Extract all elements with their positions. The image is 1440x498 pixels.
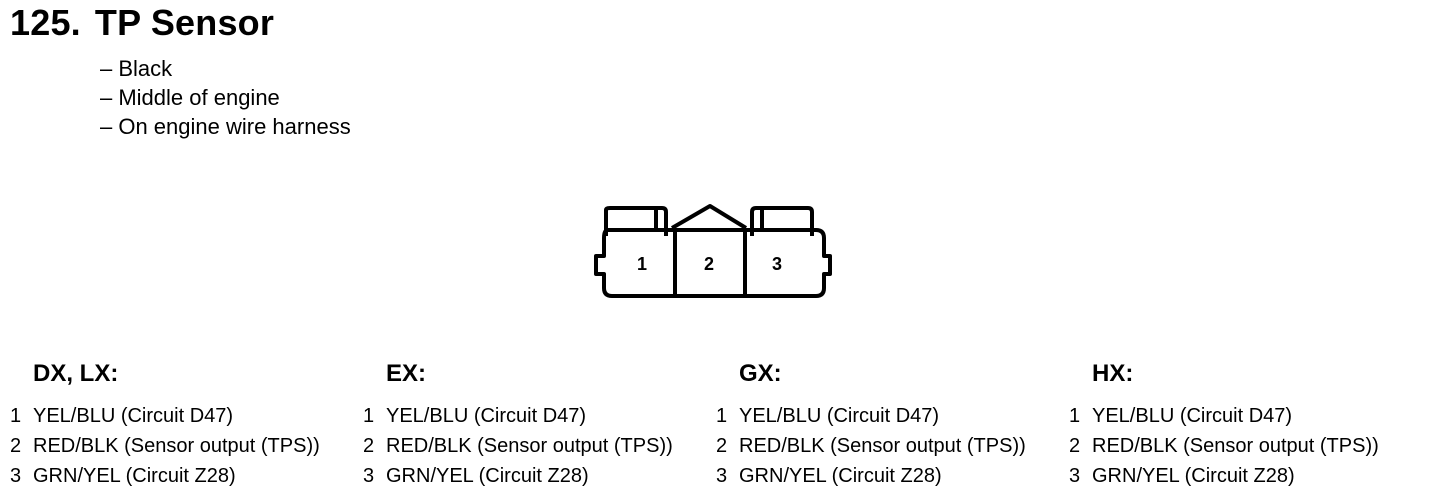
pin-row: 1 YEL/BLU (Circuit D47) — [1069, 401, 1379, 431]
variant-title: EX: — [386, 360, 427, 387]
pin-list: 1 YEL/BLU (Circuit D47) 2 RED/BLK (Sensor … — [1069, 401, 1379, 491]
pin-row: 2 RED/BLK (Sensor output (TPS)) — [363, 431, 673, 461]
left-latch — [604, 206, 668, 236]
pin-number: 2 — [1069, 435, 1081, 457]
note-location: – Middle of engine — [100, 85, 280, 110]
note-color: – Black — [100, 56, 173, 81]
pin-number: 3 — [10, 465, 22, 487]
pin-row: 1 YEL/BLU (Circuit D47) — [363, 401, 673, 431]
pin-list: 1 YEL/BLU (Circuit D47) 2 RED/BLK (Sensor … — [10, 401, 320, 491]
variant-title: HX: — [1092, 360, 1134, 387]
pin-list: 1 YEL/BLU (Circuit D47) 2 RED/BLK (Sensor … — [716, 401, 1026, 491]
pin-description: YEL/BLU (Circuit D47) — [739, 405, 940, 427]
center-key — [670, 204, 748, 230]
pin-description: YEL/BLU (Circuit D47) — [33, 405, 234, 427]
pin-label-2: 2 — [704, 254, 714, 274]
pin-row: 1 YEL/BLU (Circuit D47) — [716, 401, 1026, 431]
pin-description: GRN/YEL (Circuit Z28) — [33, 465, 236, 487]
pin-description: GRN/YEL (Circuit Z28) — [386, 465, 589, 487]
pin-row: 1 YEL/BLU (Circuit D47) — [10, 401, 320, 431]
pin-row: 3 GRN/YEL (Circuit Z28) — [10, 461, 320, 491]
pin-row: 2 RED/BLK (Sensor output (TPS)) — [1069, 431, 1379, 461]
pin-number: 2 — [716, 435, 728, 457]
pin-description: YEL/BLU (Circuit D47) — [1092, 405, 1293, 427]
section-number: 125. — [10, 2, 81, 43]
pin-description: RED/BLK (Sensor output (TPS)) — [33, 435, 320, 457]
page-title: 125. TP Sensor — [10, 2, 274, 44]
pin-list: 1 YEL/BLU (Circuit D47) 2 RED/BLK (Sensor … — [363, 401, 673, 491]
pin-number: 1 — [363, 405, 375, 427]
section-title: TP Sensor — [94, 2, 275, 43]
note-harness: – On engine wire harness — [100, 114, 351, 139]
pin-number: 3 — [716, 465, 728, 487]
pin-row: 3 GRN/YEL (Circuit Z28) — [363, 461, 673, 491]
pin-row: 2 RED/BLK (Sensor output (TPS)) — [10, 431, 320, 461]
pin-description: GRN/YEL (Circuit Z28) — [739, 465, 942, 487]
pin-description: RED/BLK (Sensor output (TPS)) — [386, 435, 673, 457]
pin-row: 3 GRN/YEL (Circuit Z28) — [716, 461, 1026, 491]
pin-number: 2 — [10, 435, 22, 457]
connector-notes: – Black – Middle of engine – On engine w… — [100, 54, 351, 141]
pin-description: RED/BLK (Sensor output (TPS)) — [739, 435, 1026, 457]
pin-number: 1 — [1069, 405, 1081, 427]
pin-number: 2 — [363, 435, 375, 457]
pin-label-1: 1 — [637, 254, 647, 274]
pin-number: 3 — [1069, 465, 1081, 487]
connector-body — [594, 228, 832, 298]
pin-row: 2 RED/BLK (Sensor output (TPS)) — [716, 431, 1026, 461]
pin-number: 1 — [716, 405, 728, 427]
connector-diagram: 1 2 3 — [594, 204, 832, 298]
pin-description: RED/BLK (Sensor output (TPS)) — [1092, 435, 1379, 457]
pin-description: GRN/YEL (Circuit Z28) — [1092, 465, 1295, 487]
pin-number: 1 — [10, 405, 22, 427]
variant-title: GX: — [739, 360, 782, 387]
variant-title: DX, LX: — [33, 360, 119, 387]
right-latch — [750, 206, 814, 236]
pin-label-3: 3 — [772, 254, 782, 274]
pin-description: YEL/BLU (Circuit D47) — [386, 405, 587, 427]
pin-row: 3 GRN/YEL (Circuit Z28) — [1069, 461, 1379, 491]
pin-number: 3 — [363, 465, 375, 487]
